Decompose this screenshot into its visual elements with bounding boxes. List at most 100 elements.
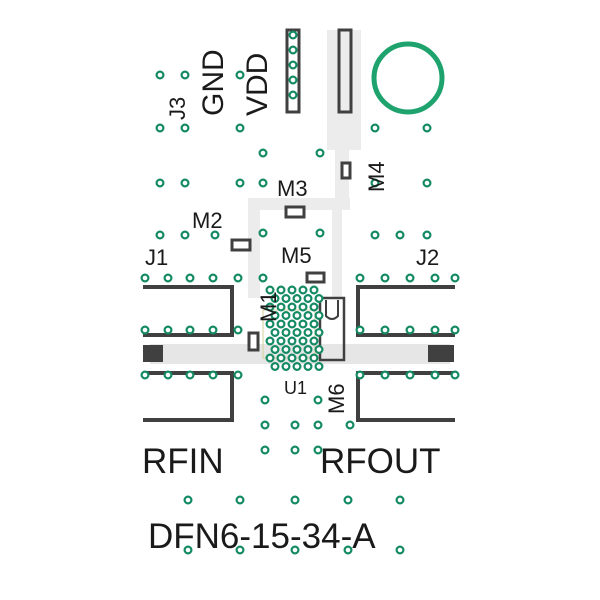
- via: [370, 123, 380, 133]
- via: [345, 420, 355, 430]
- pad-m1: [247, 331, 260, 352]
- via: [405, 325, 415, 335]
- via: [265, 285, 275, 295]
- via: [235, 70, 245, 80]
- via: [292, 345, 302, 355]
- label-part: DFN6-15-34-A: [148, 517, 376, 556]
- via: [270, 328, 280, 338]
- via: [287, 302, 297, 312]
- via: [265, 336, 275, 346]
- via: [163, 273, 173, 283]
- via: [208, 370, 218, 380]
- label-vdd: VDD: [241, 53, 274, 116]
- via: [309, 285, 319, 295]
- mounting-hole-ring: [371, 41, 445, 115]
- via: [270, 311, 280, 321]
- pad-m2: [230, 238, 252, 252]
- via: [270, 362, 280, 372]
- via: [303, 345, 313, 355]
- label-m1: M1: [256, 291, 281, 322]
- via: [292, 311, 302, 321]
- via: [313, 420, 323, 430]
- via: [395, 230, 405, 240]
- via: [370, 178, 380, 188]
- via: [290, 445, 300, 455]
- via: [298, 353, 308, 363]
- via: [303, 328, 313, 338]
- via: [288, 45, 298, 55]
- via: [233, 273, 243, 283]
- via: [288, 90, 298, 100]
- via: [287, 319, 297, 329]
- via: [235, 178, 245, 188]
- via: [180, 70, 190, 80]
- via: [395, 495, 405, 505]
- via: [292, 362, 302, 372]
- via: [298, 285, 308, 295]
- label-rfout: RFOUT: [320, 442, 441, 481]
- via: [270, 345, 280, 355]
- via: [140, 273, 150, 283]
- via: [180, 178, 190, 188]
- via: [281, 294, 291, 304]
- via: [314, 345, 324, 355]
- via: [208, 273, 218, 283]
- via: [163, 325, 173, 335]
- via: [315, 228, 325, 238]
- via: [265, 353, 275, 363]
- via: [276, 336, 286, 346]
- via: [290, 420, 300, 430]
- u1-pad-outline: [318, 296, 346, 362]
- via: [298, 336, 308, 346]
- via: [281, 345, 291, 355]
- via: [430, 273, 440, 283]
- via: [450, 273, 460, 283]
- via: [430, 370, 440, 380]
- via: [235, 123, 245, 133]
- via: [265, 302, 275, 312]
- via: [281, 328, 291, 338]
- via: [276, 319, 286, 329]
- via: [155, 178, 165, 188]
- via: [380, 325, 390, 335]
- via: [309, 319, 319, 329]
- via: [260, 420, 270, 430]
- via: [260, 395, 270, 405]
- trace-bias-horizontal: [250, 198, 350, 210]
- rfout-end-block: [428, 345, 454, 362]
- rfin-pad-top: [143, 285, 234, 337]
- label-m2: M2: [192, 208, 223, 233]
- u1-pad-inner: [325, 300, 339, 320]
- via: [258, 178, 268, 188]
- via: [314, 311, 324, 321]
- via: [235, 545, 245, 555]
- via: [183, 495, 193, 505]
- via: [287, 336, 297, 346]
- via: [298, 302, 308, 312]
- via: [258, 273, 268, 283]
- via: [183, 545, 193, 555]
- via: [140, 370, 150, 380]
- via: [155, 123, 165, 133]
- via: [208, 325, 218, 335]
- component-pads: [230, 161, 352, 352]
- via: [303, 311, 313, 321]
- label-m6: M6: [324, 383, 349, 414]
- via: [450, 325, 460, 335]
- via: [430, 325, 440, 335]
- header-j3: [285, 28, 353, 114]
- pad-m5: [305, 271, 326, 284]
- via: [185, 370, 195, 380]
- via: [260, 445, 270, 455]
- via: [290, 495, 300, 505]
- via: [380, 273, 390, 283]
- via: [422, 123, 432, 133]
- label-j3: J3: [165, 97, 190, 120]
- trace-rf-main: [150, 344, 450, 364]
- via: [276, 353, 286, 363]
- trace-vdd-stub: [327, 30, 361, 150]
- label-gnd: GND: [197, 49, 230, 116]
- via: [315, 148, 325, 158]
- via: [233, 325, 243, 335]
